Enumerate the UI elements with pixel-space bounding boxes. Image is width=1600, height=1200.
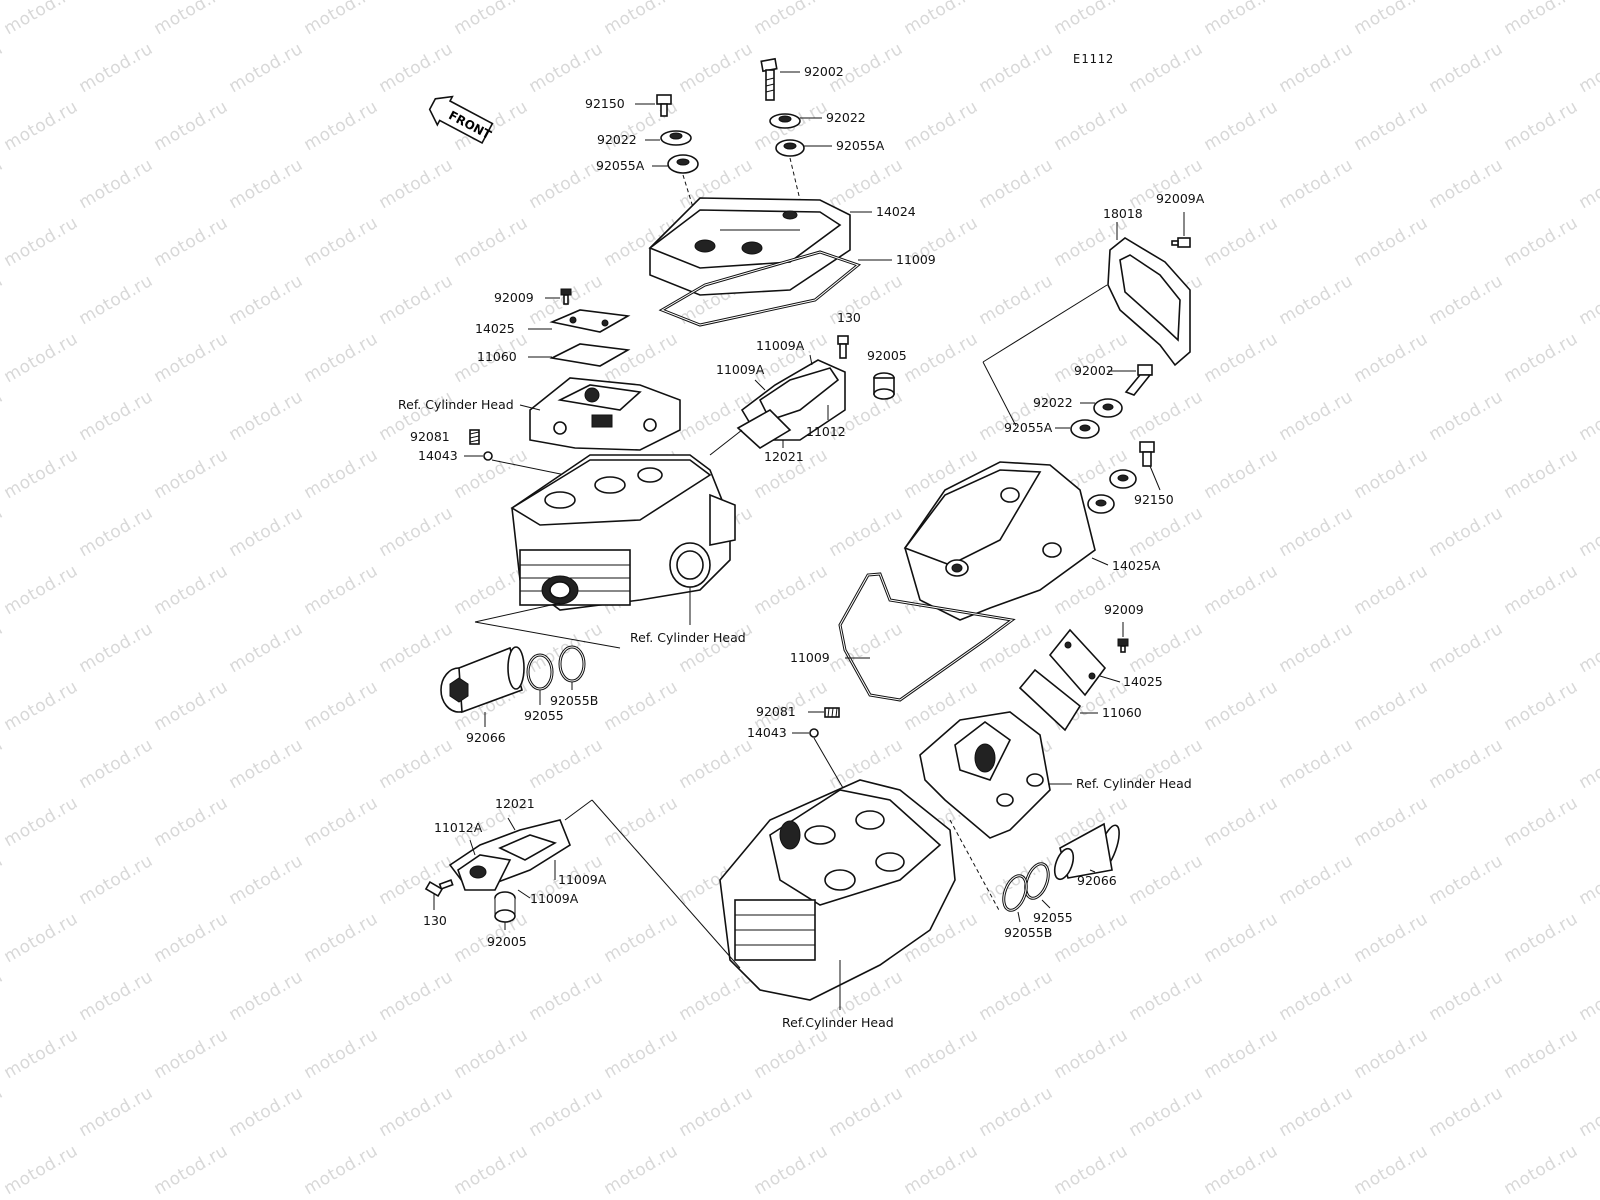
label-92055a-right: 92055A (1004, 420, 1053, 435)
label-92150-right: 92150 (1134, 492, 1174, 507)
label-14025-upper: 14025 (475, 321, 515, 336)
label-92055a-upper-right: 92055A (836, 138, 885, 153)
label-92055b-right: 92055B (1004, 925, 1052, 940)
breather-gasket-11060-icon (549, 343, 631, 367)
label-92150-upper: 92150 (585, 96, 625, 111)
label-92055b-upper: 92055B (550, 693, 598, 708)
label-11060-upper: 11060 (477, 349, 517, 364)
label-92002-right: 92002 (1074, 363, 1114, 378)
screw-92009-right-icon (1117, 638, 1129, 653)
label-92009a: 92009A (1156, 191, 1205, 206)
label-130-lower: 130 (423, 913, 447, 928)
label-130-upper: 130 (837, 310, 861, 325)
label-11009a-upper-right: 11009A (756, 338, 805, 353)
bolt-92002-icon (760, 57, 778, 101)
label-92002-upper: 92002 (804, 64, 844, 79)
label-92009-upper: 92009 (494, 290, 534, 305)
label-11009-upper: 11009 (896, 252, 936, 267)
label-11009a-lower-b: 11009A (530, 891, 579, 906)
label-14043-upper: 14043 (418, 448, 458, 463)
label-14024: 14024 (876, 204, 916, 219)
cylinder-head-front-icon (510, 454, 736, 611)
check-valve-14043-right-icon (809, 728, 819, 738)
bolt-92150-right-icon (1139, 441, 1155, 467)
label-92081-right: 92081 (756, 704, 796, 719)
cam-chain-cover-18018-icon (1107, 237, 1191, 367)
hose-fitting-92005-lower-icon (494, 891, 516, 923)
label-11009a-lower-a: 11009A (558, 872, 607, 887)
label-92055-upper: 92055 (524, 708, 564, 723)
screw-92009a-icon (1171, 237, 1191, 248)
label-92055a-upper-left: 92055A (596, 158, 645, 173)
label-92022-upper-left: 92022 (597, 132, 637, 147)
cover-gasket-11009-icon (658, 250, 862, 327)
label-ref-cylinder-head-right: Ref. Cylinder Head (1076, 776, 1192, 791)
camshaft-holder-icon (529, 377, 681, 451)
camshaft-holder-right-icon (919, 711, 1051, 839)
bolt-92002-right-icon (1124, 364, 1153, 396)
label-92005-lower: 92005 (487, 934, 527, 949)
spring-92081-icon (469, 429, 480, 445)
breather-plate-14025-right-icon (1048, 628, 1107, 697)
cylinder-head-rear-icon (719, 779, 956, 1001)
label-92022-right: 92022 (1033, 395, 1073, 410)
label-14025a: 14025A (1112, 558, 1161, 573)
hose-fitting-92005-icon (873, 372, 895, 400)
label-92005-upper: 92005 (867, 348, 907, 363)
label-14025-right: 14025 (1123, 674, 1163, 689)
cylinder-head-cover-14024-icon (648, 197, 851, 296)
label-12021-lower: 12021 (495, 796, 535, 811)
breather-plate-14025-icon (549, 309, 631, 333)
screw-92009-icon (560, 288, 572, 305)
breather-gasket-11060-right-icon (1018, 668, 1082, 732)
label-11012a: 11012A (434, 820, 483, 835)
reed-valve-cover-11012a-icon (448, 819, 571, 891)
label-18018: 18018 (1103, 206, 1143, 221)
cover-gasket-11009-right-icon (838, 572, 1016, 702)
label-92022-upper-right: 92022 (826, 110, 866, 125)
label-11012-upper: 11012 (806, 424, 846, 439)
label-92081-upper: 92081 (410, 429, 450, 444)
label-11060-right: 11060 (1102, 705, 1142, 720)
spring-92081-right-icon (824, 707, 840, 718)
label-92066-upper: 92066 (466, 730, 506, 745)
front-arrow-icon: FRONT (428, 95, 494, 145)
label-ref-cylinder-head-upper-a: Ref. Cylinder Head (398, 397, 514, 412)
check-valve-14043-icon (483, 451, 493, 461)
label-92055-right: 92055 (1033, 910, 1073, 925)
label-ref-cylinder-head-upper-b: Ref. Cylinder Head (630, 630, 746, 645)
bolt-130-lower-icon (424, 879, 454, 898)
label-11009a-upper-left: 11009A (716, 362, 765, 377)
label-14043-right: 14043 (747, 725, 787, 740)
label-92066-right: 92066 (1077, 873, 1117, 888)
intake-holder-92066-icon (440, 646, 525, 714)
intake-holder-92066-right-icon (1053, 822, 1120, 881)
label-ref-cylinder-head-lower: Ref.Cylinder Head (782, 1015, 894, 1030)
label-11009-right: 11009 (790, 650, 830, 665)
label-92009-right: 92009 (1104, 602, 1144, 617)
reed-valve-cover-11012-icon (736, 359, 846, 449)
bolt-130-upper-icon (837, 335, 849, 359)
bolt-92150-icon (656, 94, 672, 117)
diagram-code: E1112 (1073, 52, 1114, 66)
cylinder-head-cover-14025a-icon (903, 461, 1096, 621)
label-12021-upper: 12021 (764, 449, 804, 464)
